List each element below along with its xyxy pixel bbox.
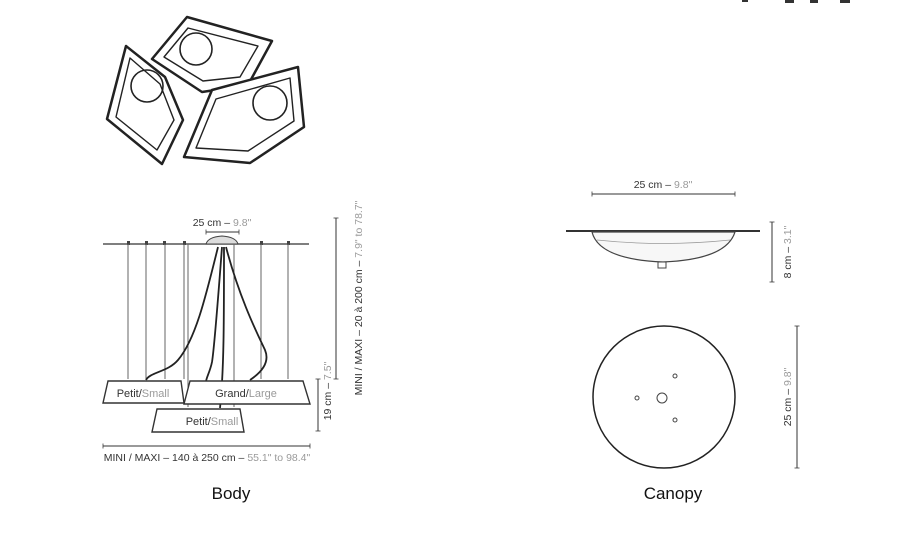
center-hole bbox=[656, 392, 668, 404]
shade-right-outline bbox=[182, 65, 306, 165]
body-caption: Body bbox=[212, 484, 251, 503]
shade-petit-left-label-fr: Petit bbox=[117, 388, 139, 400]
canopy-caption: Canopy bbox=[644, 484, 703, 503]
shade-petit-left-label-en: Small bbox=[142, 388, 170, 400]
dim-body-top: 25 cm – 9.8" bbox=[193, 217, 252, 229]
shade-petit-bottom-label-fr: Petit bbox=[186, 416, 208, 428]
dim-canopy-height: 8 cm – 3.1" bbox=[782, 225, 794, 278]
dim-body-shade-height: 19 cm – 7.5" bbox=[322, 361, 334, 420]
shade-petit-bottom-label-en: Small bbox=[211, 416, 239, 428]
canopy-plan-view bbox=[592, 325, 736, 469]
dim-body-drop: MINI / MAXI – 20 à 200 cm – 7.9" to 78.7… bbox=[353, 200, 365, 395]
shade-top-bulb bbox=[179, 32, 213, 66]
svg-text:Petit/Small: Petit/Small bbox=[186, 416, 239, 428]
shade-petit-bottom: Petit/Small bbox=[151, 408, 245, 433]
shade-right-bulb bbox=[252, 85, 288, 121]
screw-hole bbox=[672, 373, 678, 379]
dim-body-width: MINI / MAXI – 140 à 250 cm – 55.1" to 98… bbox=[104, 452, 311, 464]
ceiling-anchors bbox=[127, 241, 290, 245]
dim-canopy-diameter: 25 cm – 9.8" bbox=[782, 367, 794, 426]
screw-hole bbox=[634, 395, 640, 401]
screw-hole bbox=[672, 417, 678, 423]
canopy-views: 25 cm – 9.8" 8 cm – 3.1" 25 cm – 9.8" Ca… bbox=[566, 179, 800, 503]
shade-left-outline bbox=[105, 44, 185, 166]
shade-petit-left: Petit/Small bbox=[102, 380, 185, 404]
shade-grand-label-fr: Grand bbox=[215, 388, 246, 400]
perspective-view bbox=[105, 15, 306, 166]
svg-text:Petit/Small: Petit/Small bbox=[117, 388, 170, 400]
shade-left-bulb bbox=[130, 69, 164, 103]
suspension-cables bbox=[127, 244, 289, 407]
body-canopy bbox=[205, 235, 239, 245]
canopy-side-view bbox=[566, 230, 760, 269]
shade-grand-label-en: Large bbox=[249, 388, 277, 400]
body-elevation: Petit/Small Petit/Small Grand/Large 25 c… bbox=[102, 200, 365, 503]
shade-grand: Grand/Large bbox=[183, 380, 311, 405]
dim-canopy-width: 25 cm – 9.8" bbox=[634, 179, 693, 191]
svg-text:Grand/Large: Grand/Large bbox=[215, 388, 277, 400]
cropped-logo bbox=[742, 0, 850, 3]
